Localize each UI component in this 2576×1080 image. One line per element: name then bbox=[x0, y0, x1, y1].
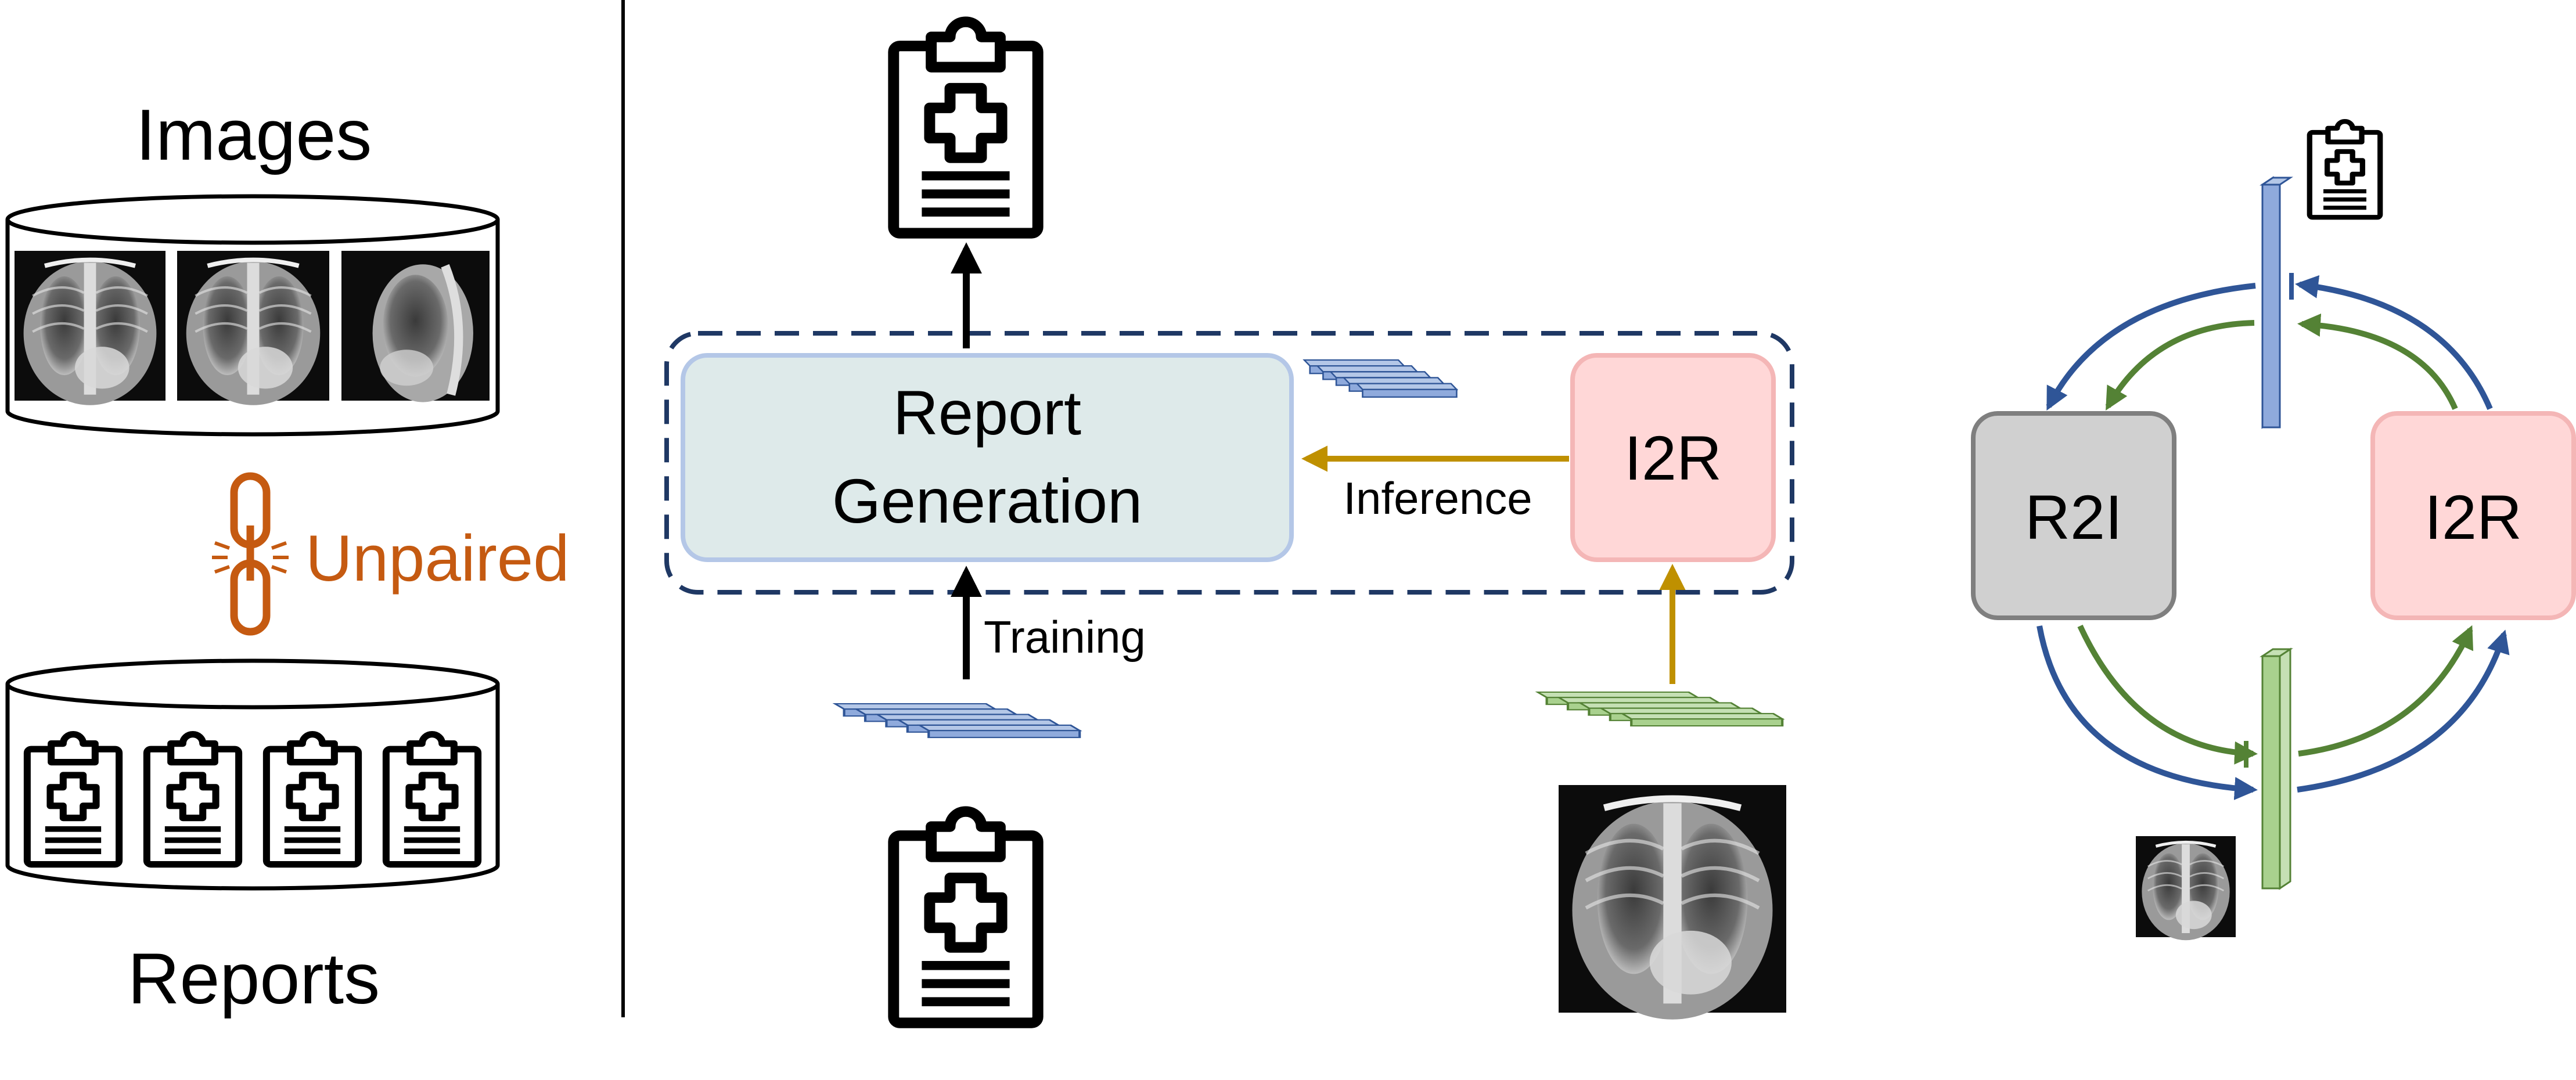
blue-cycle-arrow-bottom-left bbox=[2037, 625, 2258, 800]
medical-report-icon bbox=[267, 735, 358, 865]
medical-report-icon bbox=[894, 22, 1038, 233]
medical-report-icon bbox=[894, 812, 1038, 1023]
reports-label: Reports bbox=[128, 939, 380, 1019]
image-feature-bar bbox=[2260, 647, 2293, 890]
link-chain-icon bbox=[212, 472, 289, 636]
inference-pipeline-box bbox=[664, 331, 1794, 595]
right-panel: R2I I2R bbox=[1971, 121, 2576, 940]
chest-xray-image bbox=[15, 251, 166, 405]
chest-xray-image bbox=[1559, 785, 1786, 1020]
image-feature-stack bbox=[1538, 692, 1782, 726]
report-generation-box bbox=[681, 353, 1294, 562]
i2r-cycle-label: I2R bbox=[2424, 482, 2522, 552]
green-cycle-arrow-top-right bbox=[2297, 313, 2458, 410]
blue-cycle-arrow-top-left bbox=[2046, 283, 2256, 411]
reports-database-cylinder-icon bbox=[5, 658, 500, 891]
i2r-cycle-box bbox=[2370, 411, 2576, 620]
middle-panel: Report Generation I2R Inference Training bbox=[664, 22, 1794, 1023]
report-generation-label-line1: Report bbox=[893, 377, 1081, 448]
medical-report-icon bbox=[147, 735, 239, 865]
images-label: Images bbox=[136, 95, 372, 175]
report-generation-label-line2: Generation bbox=[832, 466, 1142, 536]
report-feature-bar bbox=[2260, 176, 2293, 429]
green-cycle-arrow-bottom-left bbox=[2077, 624, 2258, 765]
left-panel: Images Unpaired R bbox=[5, 95, 570, 1019]
green-cycle-arrow-top-left bbox=[2105, 320, 2255, 411]
medical-report-icon bbox=[2309, 121, 2380, 217]
r2i-box bbox=[1971, 411, 2176, 620]
inference-label: Inference bbox=[1343, 473, 1532, 524]
i2r-label: I2R bbox=[1624, 423, 1722, 493]
training-label: Training bbox=[984, 611, 1146, 663]
blue-cycle-arrow-top-right bbox=[2295, 275, 2493, 410]
unpaired-label: Unpaired bbox=[305, 522, 570, 595]
r2i-label: R2I bbox=[2025, 482, 2122, 552]
green-cycle-arrow-bottom-right bbox=[2298, 625, 2474, 757]
medical-report-icon bbox=[27, 735, 119, 865]
report-feature-stack bbox=[1304, 360, 1456, 397]
i2r-box bbox=[1570, 353, 1776, 562]
training-feature-stack bbox=[835, 704, 1080, 737]
medical-report-icon bbox=[386, 735, 478, 865]
chest-xray-image bbox=[341, 251, 490, 402]
chest-xray-image bbox=[177, 251, 329, 405]
chest-xray-image bbox=[2136, 836, 2236, 940]
blue-cycle-arrow-bottom-right bbox=[2297, 629, 2510, 793]
